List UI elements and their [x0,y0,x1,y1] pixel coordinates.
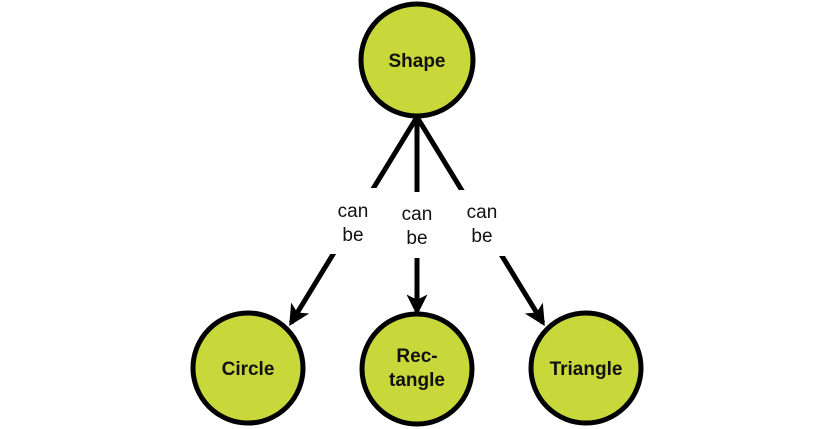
edge-label-line-2: be [342,225,363,246]
node-circle [190,310,306,426]
node-label-line-2: tangle [389,370,445,391]
node-label: Circle [222,359,275,380]
node-circle [528,310,644,426]
edge-label-line-1: can [402,204,433,225]
node-circle [358,1,476,119]
edge-label-line-2: be [406,228,427,249]
node-rectangle: Rec- tangle [359,311,475,427]
edge-label-rectangle: can be [390,192,444,258]
node-circle [359,311,475,427]
node-circle-shape: Circle [190,310,306,426]
edge-label-line-1: can [338,201,369,222]
edge-label-circle: can be [325,188,381,254]
node-triangle: Triangle [528,310,644,426]
node-shape: Shape [358,1,476,119]
edge-label-line-1: can [467,202,498,223]
edge-label-triangle: can be [455,190,509,256]
node-label-line-1: Rec- [396,346,437,367]
node-label: Triangle [550,359,623,380]
edge-label-line-2: be [471,226,492,247]
node-label: Shape [388,51,445,72]
